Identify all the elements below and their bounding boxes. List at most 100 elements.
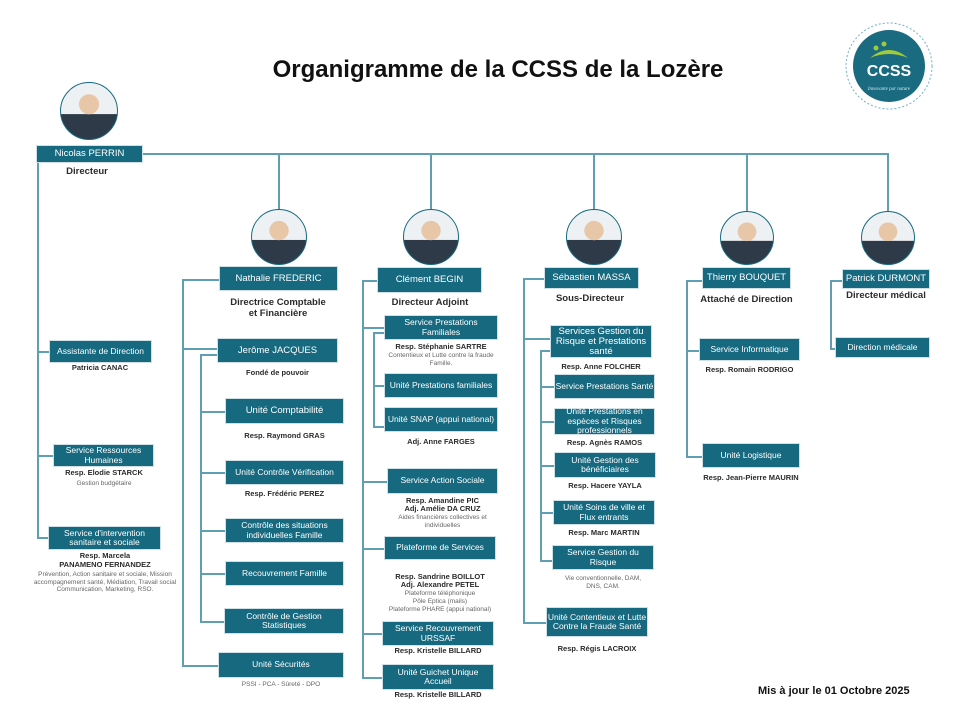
spf-resp: Resp. Stéphanie SARTRE (395, 342, 487, 351)
unite-prestations-especes-box[interactable]: Unité Prestations en espèces et Risques … (555, 407, 654, 435)
connector (182, 348, 218, 350)
recouvrement-famille-box[interactable]: Recouvrement Famille (226, 562, 343, 585)
connector (373, 332, 385, 334)
svg-text:Innovante par nature: Innovante par nature (867, 87, 911, 92)
siss-note: Prévention, Action sanitaire et sociale,… (33, 571, 177, 593)
connector (182, 665, 219, 667)
ccss-logo: CCSS Innovante par nature (845, 22, 933, 110)
comptabilite-resp: Resp. Raymond GRAS (244, 431, 325, 440)
massa-name-box[interactable]: Sébastien MASSA (545, 268, 638, 288)
service-action-sociale-box[interactable]: Service Action Sociale (388, 469, 497, 493)
soins-ville-resp: Resp. Marc MARTIN (568, 528, 640, 537)
bouquet-name-box[interactable]: Thierry BOUQUET (703, 268, 790, 288)
action-sociale-resp-2: Adj. Amélie DA CRUZ (404, 504, 481, 513)
connector (430, 153, 432, 210)
connector (686, 350, 700, 352)
service-informatique-box[interactable]: Service Informatique (700, 339, 799, 360)
action-sociale-resp-1: Resp. Amandine PIC (405, 496, 480, 505)
services-gestion-risque-box[interactable]: Services Gestion du Risque et Prestation… (551, 326, 651, 357)
connector (540, 386, 555, 388)
unite-soins-ville-box[interactable]: Unité Soins de ville et Flux entrants (554, 501, 654, 524)
connector (200, 573, 226, 575)
connector (523, 278, 525, 622)
begin-photo (403, 209, 459, 265)
connector (362, 327, 385, 329)
connector (523, 278, 545, 280)
director-name-box[interactable]: Nicolas PERRIN (37, 146, 142, 162)
unite-snap-box[interactable]: Unité SNAP (appui national) (385, 408, 497, 431)
connector (200, 530, 226, 532)
securites-note: PSSI - PCA - Sûreté - DPO (241, 681, 321, 688)
unite-logistique-box[interactable]: Unité Logistique (703, 444, 799, 467)
connector (540, 350, 542, 560)
connector (746, 153, 748, 212)
siss-resp-1: Resp. Marcela (79, 551, 131, 560)
connector (686, 280, 703, 282)
controle-situations-box[interactable]: Contrôle des situations individuelles Fa… (226, 519, 343, 542)
unite-controle-verification-box[interactable]: Unité Contrôle Vérification (226, 461, 343, 484)
guichet-resp: Resp. Kristelle BILLARD (394, 690, 482, 699)
unite-contentieux-box[interactable]: Unité Contentieux et Lutte Contre la Fra… (547, 608, 647, 636)
service-intervention-box[interactable]: Service d'intervention sanitaire et soci… (49, 527, 160, 549)
connector (373, 385, 385, 387)
service-recouvrement-urssaf-box[interactable]: Service Recouvrement URSSAF (383, 622, 493, 645)
direction-medicale-box[interactable]: Direction médicale (836, 338, 929, 357)
update-date: Mis à jour le 01 Octobre 2025 (758, 685, 910, 697)
plateforme-resp-2: Adj. Alexandre PETEL (400, 580, 480, 589)
gestion-risque-note: Vie conventionnelle, DAM, DNS, CAM. (564, 575, 642, 590)
controle-verification-resp: Resp. Frédéric PEREZ (244, 489, 325, 498)
connector (523, 338, 551, 340)
plateforme-services-box[interactable]: Plateforme de Services (385, 537, 495, 559)
begin-role: Directeur Adjoint (391, 297, 469, 308)
bouquet-photo (720, 211, 774, 265)
connector (200, 472, 226, 474)
connector (362, 548, 385, 550)
connector (278, 153, 280, 210)
service-prestations-familiales-box[interactable]: Service Prestations Familiales (385, 316, 497, 339)
frederic-role: Directrice Comptable et Financière (230, 297, 326, 319)
service-prestations-sante-box[interactable]: Service Prestations Santé (555, 375, 654, 398)
connector (362, 280, 364, 677)
connector (37, 537, 50, 539)
director-role: Directeur (66, 166, 108, 177)
connector (200, 354, 218, 356)
durmont-name-box[interactable]: Patrick DURMONT (843, 270, 929, 288)
rh-note: Gestion budgétaire (76, 480, 132, 487)
connector (362, 633, 383, 635)
unite-securites-box[interactable]: Unité Sécurités (219, 653, 343, 677)
snap-resp: Adj. Anne FARGES (407, 437, 475, 446)
jacques-name-box[interactable]: Jerôme JACQUES (218, 339, 337, 362)
connector (686, 456, 703, 458)
unite-prestations-familiales-box[interactable]: Unité Prestations familiales (385, 374, 497, 397)
plateforme-note: Plateforme PHARE (appui national) (388, 606, 492, 613)
connector (200, 621, 225, 623)
connector (37, 455, 55, 457)
connector (200, 354, 202, 622)
connector (362, 677, 383, 679)
connector (373, 332, 375, 426)
connector (887, 153, 889, 212)
begin-name-box[interactable]: Clément BEGIN (378, 268, 481, 292)
plateforme-resp-1: Resp. Sandrine BOILLOT (395, 572, 485, 581)
massa-photo (566, 209, 622, 265)
controle-gestion-box[interactable]: Contrôle de Gestion Statistiques (225, 609, 343, 633)
unite-comptabilite-box[interactable]: Unité Comptabilité (226, 399, 343, 423)
svg-text:CCSS: CCSS (867, 63, 912, 80)
guichet-unique-box[interactable]: Unité Guichet Unique Accueil (383, 665, 493, 689)
connector (200, 411, 226, 413)
connector (686, 280, 688, 456)
plateforme-note: Pôle Eptica (mails) (412, 598, 468, 605)
connector (540, 350, 551, 352)
connector (540, 512, 554, 514)
action-sociale-note: Aides financières collectives et individ… (398, 514, 487, 529)
connector (182, 279, 184, 665)
frederic-name-box[interactable]: Nathalie FREDERIC (220, 267, 337, 290)
service-gestion-risque-box[interactable]: Service Gestion du Risque (553, 546, 653, 569)
assistante-direction-box[interactable]: Assistante de Direction (50, 341, 151, 362)
service-rh-box[interactable]: Service Ressources Humaines (54, 445, 153, 466)
bouquet-role: Attaché de Direction (700, 294, 793, 305)
durmont-photo (861, 211, 915, 265)
director-photo (60, 82, 118, 140)
urssaf-resp: Resp. Kristelle BILLARD (394, 646, 482, 655)
unite-gestion-beneficiaires-box[interactable]: Unité Gestion des bénéficiaires (555, 453, 655, 477)
